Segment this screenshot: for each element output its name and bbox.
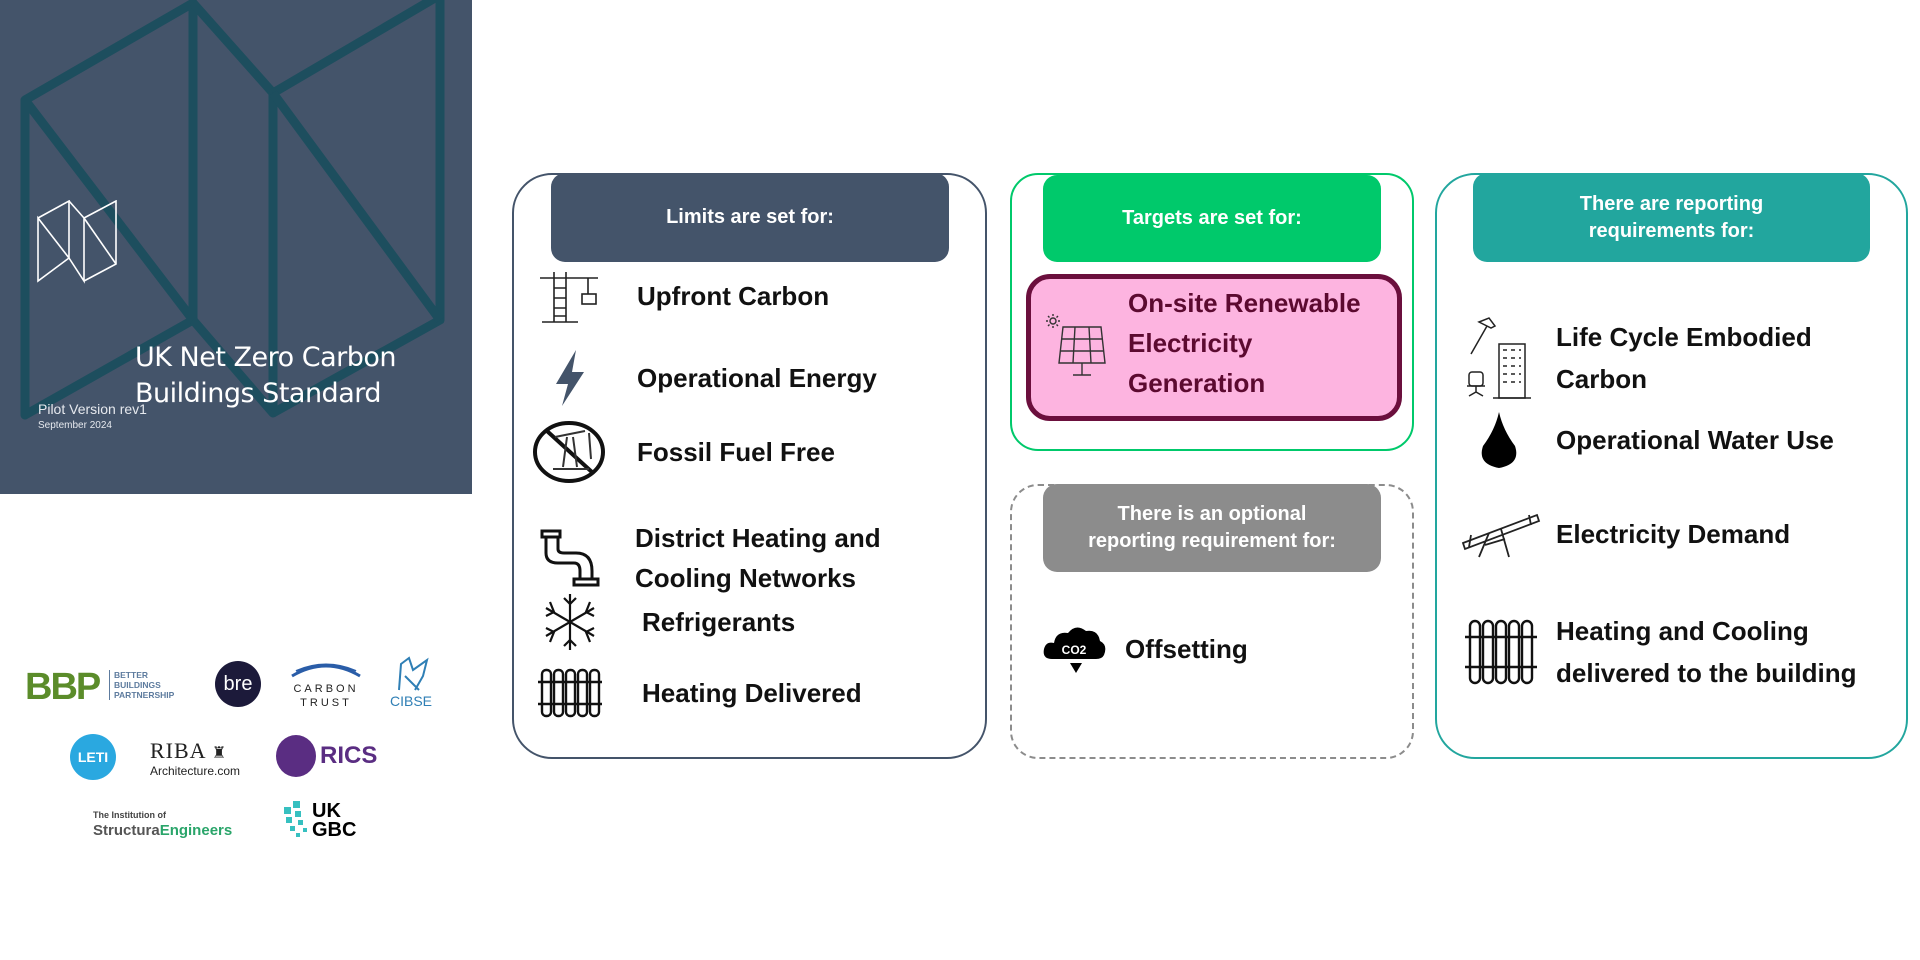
solar-panel-icon — [1045, 313, 1109, 384]
carbon-trust-line2: TRUST — [300, 697, 352, 709]
ukgbc-line2: GBC — [312, 819, 357, 841]
limit-item-fossil-fuel-free: Fossil Fuel Free — [530, 421, 835, 483]
istructe-logo: The Institution of StructuraEngineers — [93, 807, 232, 839]
limit-item-label: District Heating and Cooling Networks — [635, 518, 881, 598]
reporting-item-label-line2: Carbon — [1556, 364, 1647, 394]
ukgbc-mosaic-icon — [284, 801, 307, 837]
target-item-line2: Electricity — [1128, 328, 1253, 358]
snowflake-icon — [535, 587, 605, 657]
radiator-icon — [1461, 612, 1541, 692]
riba-crest-icon: ♜ — [211, 745, 228, 762]
cover-title: UK Net Zero Carbon Buildings Standard — [135, 340, 397, 412]
rics-text: RICS — [320, 742, 378, 769]
reporting-item-label: Operational Water Use — [1556, 425, 1834, 455]
carbon-trust-arc-icon — [291, 663, 361, 678]
limit-item-label: Fossil Fuel Free — [637, 437, 835, 467]
limit-item-label: Upfront Carbon — [637, 281, 830, 311]
reporting-item-heating-cooling: Heating and Cooling delivered to the bui… — [1461, 610, 1856, 694]
limit-item-district-heating: District Heating and Cooling Networks — [535, 518, 881, 598]
riba-logo: RIBA ♜ Architecture.com — [150, 738, 240, 778]
cibse-griffin-icon — [398, 656, 429, 691]
ukgbc-line1: UK — [312, 800, 341, 822]
limit-item-refrigerants: Refrigerants — [535, 594, 796, 650]
cover-title-line1: UK Net Zero Carbon — [135, 342, 397, 373]
riba-mark: RIBA — [150, 738, 206, 763]
folded-building-graphic — [20, 0, 445, 420]
target-item-line1: On-site Renewable — [1128, 288, 1361, 318]
bbp-line3: PARTNERSHIP — [114, 690, 175, 700]
limit-item-label: Refrigerants — [642, 607, 796, 637]
cover-image: UK Net Zero Carbon Buildings Standard Pi… — [0, 0, 472, 494]
optional-header-line2: reporting requirement for: — [1088, 530, 1336, 552]
riba-sub: Architecture.com — [150, 764, 241, 778]
targets-header: Targets are set for: — [1043, 175, 1381, 262]
limits-header: Limits are set for: — [551, 173, 949, 262]
reporting-item-label: Life Cycle Embodied Carbon — [1556, 316, 1812, 400]
cover-title-line2: Buildings Standard — [135, 378, 382, 409]
bbp-mark: BBP — [25, 666, 101, 708]
carbon-trust-logo: CARBON TRUST — [290, 660, 362, 710]
reporting-item-label-line1: Life Cycle Embodied — [1556, 322, 1812, 352]
water-drop-icon — [1461, 405, 1537, 475]
reporting-item-label-line2: delivered to the building — [1556, 658, 1857, 688]
reporting-item-label: Heating and Cooling delivered to the bui… — [1556, 610, 1856, 694]
bre-logo: bre — [215, 661, 261, 707]
reporting-item-water: Operational Water Use — [1461, 412, 1834, 468]
target-item-label: On-site Renewable Electricity Generation — [1128, 283, 1361, 403]
optional-item-label: Offsetting — [1125, 634, 1248, 664]
limit-item-operational-energy: Operational Energy — [535, 350, 877, 406]
rics-lion-icon — [276, 735, 316, 777]
co2-text: CO2 — [1062, 643, 1087, 657]
optional-header: There is an optional reporting requireme… — [1043, 484, 1381, 572]
seesaw-icon — [1461, 499, 1541, 569]
limits-panel — [512, 173, 987, 759]
optional-item-offsetting: CO2 Offsetting — [1035, 627, 1248, 673]
leti-logo: LETI — [70, 734, 116, 780]
limit-item-label-line1: District Heating and — [635, 523, 881, 553]
embodied-carbon-icon — [1461, 316, 1537, 400]
reporting-header-line1: There are reporting — [1579, 192, 1764, 215]
radiator-icon — [535, 658, 605, 728]
carbon-trust-line1: CARBON — [293, 683, 359, 695]
reporting-panel — [1435, 173, 1908, 759]
date-label: September 2024 — [38, 420, 112, 431]
reporting-item-electricity-demand: Electricity Demand — [1461, 513, 1791, 558]
limit-item-label: Operational Energy — [637, 363, 877, 393]
limit-item-label-line2: Cooling Networks — [635, 563, 857, 593]
optional-header-line1: There is an optional — [1117, 503, 1307, 525]
co2-cloud-icon: CO2 — [1035, 621, 1115, 677]
version-label: Pilot Version rev1 — [38, 401, 147, 417]
istructe-line2b: Engineers — [159, 822, 233, 839]
target-item-line3: Generation — [1128, 368, 1266, 398]
limit-item-upfront-carbon: Upfront Carbon — [535, 272, 830, 323]
crane-icon — [535, 261, 605, 331]
reporting-item-life-cycle: Life Cycle Embodied Carbon — [1461, 316, 1812, 400]
no-oil-pump-icon — [530, 417, 610, 487]
reporting-item-label-line1: Heating and Cooling — [1556, 616, 1809, 646]
cibse-text: CIBSE — [389, 693, 432, 709]
pipe-icon — [535, 523, 605, 593]
bbp-logo: BBP BETTER BUILDINGS PARTNERSHIP — [25, 666, 174, 709]
reporting-header: There are reporting requirements for: — [1473, 173, 1870, 262]
istructe-line1: The Institution of — [93, 810, 166, 820]
rics-logo: RICS — [276, 735, 377, 777]
limit-item-heating-delivered: Heating Delivered — [535, 668, 862, 718]
reporting-header-line2: requirements for: — [1588, 219, 1755, 242]
target-item-onsite-renewable: On-site Renewable Electricity Generation — [1026, 274, 1402, 421]
reporting-item-label: Electricity Demand — [1556, 519, 1791, 549]
limit-item-label: Heating Delivered — [642, 678, 862, 708]
cibse-logo: CIBSE — [388, 656, 434, 709]
ukncbs-logo-icon — [37, 200, 117, 284]
lightning-icon — [535, 343, 605, 413]
bbp-line1: BETTER — [114, 670, 148, 680]
bbp-line2: BUILDINGS — [114, 680, 161, 690]
istructe-line2a: Structura — [93, 822, 160, 839]
